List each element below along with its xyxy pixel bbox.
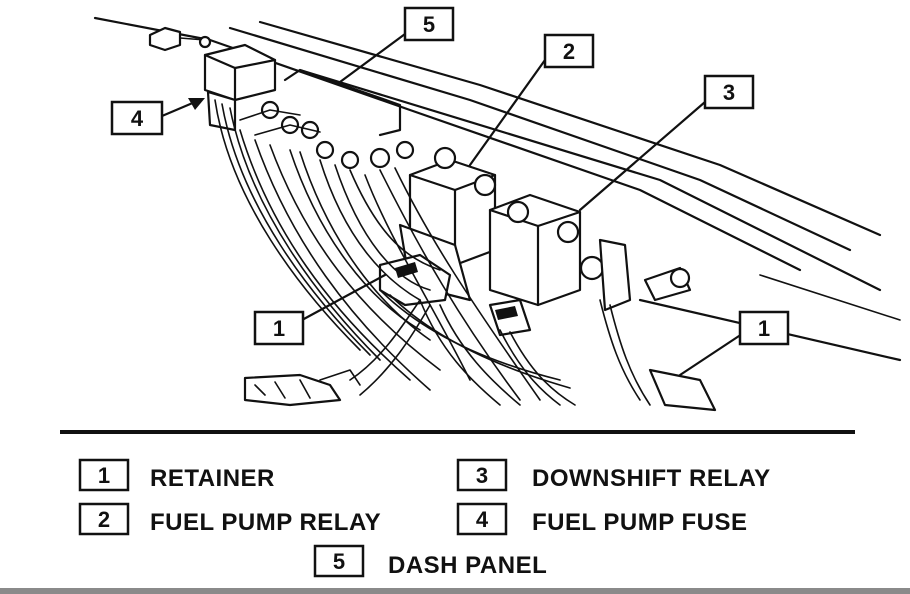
svg-text:2: 2 xyxy=(563,39,575,64)
legend-item-dash-panel: 5 DASH PANEL xyxy=(313,544,547,579)
downshift-relay xyxy=(488,193,692,312)
retainer-connector-center xyxy=(488,298,532,337)
legend: 1 RETAINER 3 DOWNSHIFT RELAY 2 FUEL PUMP… xyxy=(78,458,771,579)
connector-bolts xyxy=(239,100,415,170)
svg-text:FUEL PUMP FUSE: FUEL PUMP FUSE xyxy=(532,509,747,536)
svg-text:FUEL PUMP RELAY: FUEL PUMP RELAY xyxy=(150,509,381,536)
callout-3: 3 xyxy=(703,74,755,110)
svg-text:4: 4 xyxy=(476,507,489,532)
svg-text:3: 3 xyxy=(476,463,488,488)
svg-text:1: 1 xyxy=(758,316,770,341)
wire-harness xyxy=(214,99,651,406)
svg-text:2: 2 xyxy=(98,507,110,532)
callout-1-left: 1 xyxy=(253,310,305,346)
legend-item-downshift-relay: 3 DOWNSHIFT RELAY xyxy=(456,458,771,492)
bottom-strip xyxy=(0,588,910,594)
fuel-pump-relay xyxy=(398,146,497,302)
legend-item-fuel-pump-fuse: 4 FUEL PUMP FUSE xyxy=(456,502,747,536)
callout-4: 4 xyxy=(110,100,164,136)
svg-text:1: 1 xyxy=(273,316,285,341)
leader-lines xyxy=(160,32,744,377)
svg-text:RETAINER: RETAINER xyxy=(150,465,275,492)
svg-text:DOWNSHIFT RELAY: DOWNSHIFT RELAY xyxy=(532,465,771,492)
legend-item-retainer: 1 RETAINER xyxy=(78,458,275,492)
svg-text:5: 5 xyxy=(333,549,345,574)
svg-text:3: 3 xyxy=(723,80,735,105)
svg-text:DASH PANEL: DASH PANEL xyxy=(388,552,547,579)
callout-2: 2 xyxy=(543,33,595,69)
svg-text:5: 5 xyxy=(423,12,435,37)
callout-5: 5 xyxy=(403,6,455,42)
callout-1-right: 1 xyxy=(738,310,790,346)
svg-text:1: 1 xyxy=(98,463,110,488)
retainer-connector-right xyxy=(648,368,717,412)
legend-item-fuel-pump-relay: 2 FUEL PUMP RELAY xyxy=(78,502,381,536)
lower-harness xyxy=(243,369,361,407)
svg-text:4: 4 xyxy=(131,106,144,131)
